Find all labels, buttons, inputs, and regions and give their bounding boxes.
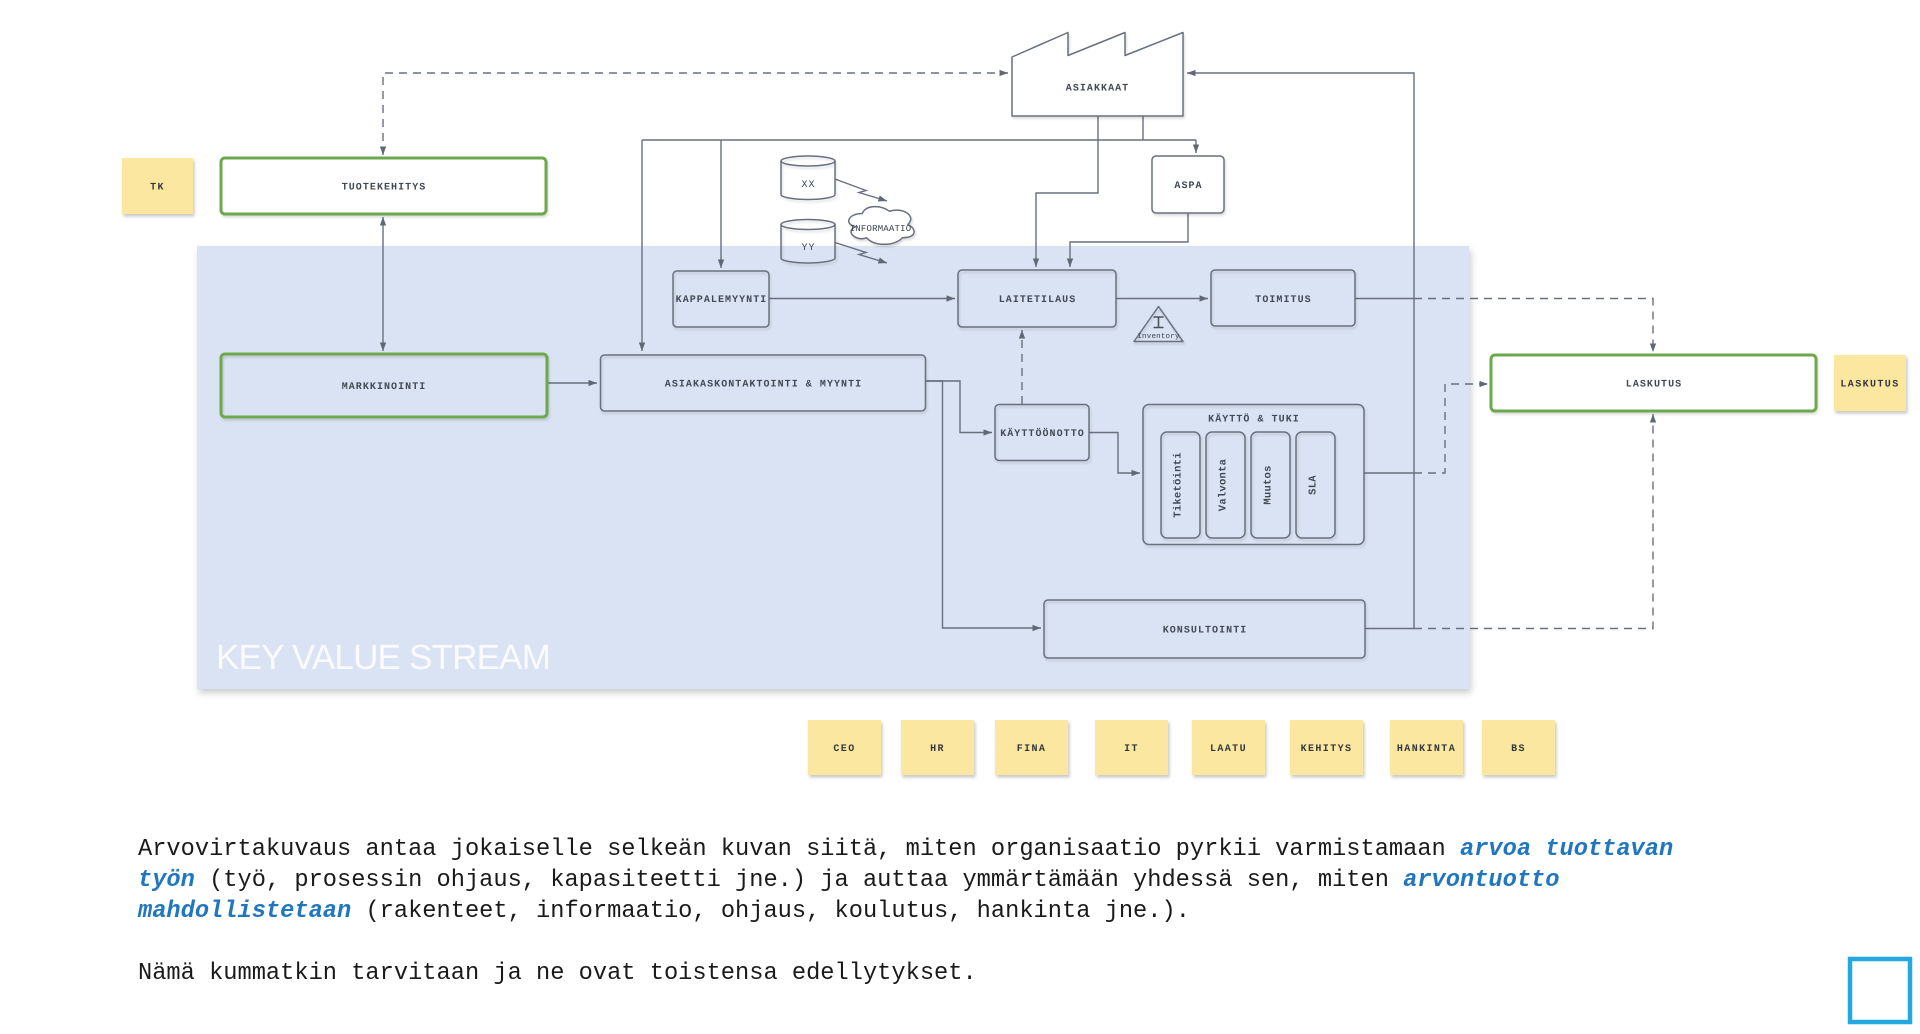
svg-text:ASIAKKAAT: ASIAKKAAT — [1066, 84, 1129, 95]
svg-text:CEO: CEO — [833, 744, 855, 755]
svg-text:ASPA: ASPA — [1174, 181, 1202, 192]
svg-text:KEY VALUE STREAM: KEY VALUE STREAM — [216, 638, 550, 677]
svg-text:TUOTEKEHITYS: TUOTEKEHITYS — [342, 183, 427, 194]
svg-text:BS: BS — [1511, 744, 1526, 755]
svg-text:Tiketöinti: Tiketöinti — [1173, 452, 1185, 518]
svg-text:SLA: SLA — [1308, 475, 1320, 495]
svg-text:IT: IT — [1124, 744, 1139, 755]
svg-text:KAPPALEMYYNTI: KAPPALEMYYNTI — [676, 295, 768, 306]
svg-text:TOIMITUS: TOIMITUS — [1255, 295, 1311, 306]
svg-text:KONSULTOINTI: KONSULTOINTI — [1163, 626, 1248, 637]
svg-text:MARKKINOINTI: MARKKINOINTI — [342, 382, 427, 393]
svg-text:KÄYTTÖ & TUKI: KÄYTTÖ & TUKI — [1208, 413, 1300, 426]
svg-text:YY: YY — [801, 243, 815, 254]
svg-text:LAITETILAUS: LAITETILAUS — [999, 295, 1077, 306]
svg-text:ASIAKASKONTAKTOINTI & MYYNTI: ASIAKASKONTAKTOINTI & MYYNTI — [665, 380, 862, 391]
svg-text:FINA: FINA — [1017, 744, 1047, 755]
svg-text:HR: HR — [930, 744, 945, 755]
svg-text:TK: TK — [150, 183, 165, 194]
svg-text:KEHITYS: KEHITYS — [1301, 744, 1353, 755]
svg-text:Valvonta: Valvonta — [1218, 458, 1230, 511]
svg-text:Muutos: Muutos — [1263, 465, 1275, 504]
svg-text:LAATU: LAATU — [1210, 744, 1247, 755]
svg-text:LASKUTUS: LASKUTUS — [1626, 380, 1682, 391]
svg-text:HANKINTA: HANKINTA — [1397, 744, 1456, 755]
svg-text:INFORMAATIO: INFORMAATIO — [850, 224, 912, 234]
svg-text:Inventory: Inventory — [1137, 333, 1180, 341]
svg-text:XX: XX — [801, 180, 815, 191]
svg-text:KÄYTTÖÖNOTTO: KÄYTTÖÖNOTTO — [1000, 427, 1085, 440]
svg-text:LASKUTUS: LASKUTUS — [1840, 380, 1899, 391]
